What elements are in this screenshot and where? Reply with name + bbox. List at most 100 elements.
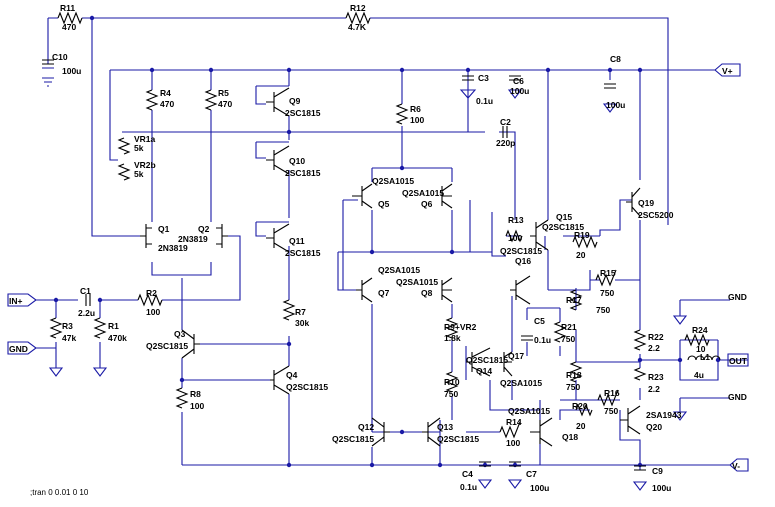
c2-body	[502, 126, 508, 138]
r19-value: 20	[576, 250, 586, 260]
q15-value: Q2SC1815	[542, 222, 584, 232]
vr1a-value: 5k	[134, 143, 144, 153]
q12-value: Q2SC1815	[332, 434, 374, 444]
c10-value: 100u	[62, 66, 81, 76]
q10-value: 2SC1815	[285, 168, 321, 178]
c4-body	[479, 461, 491, 467]
r12-value: 4.7K	[348, 22, 367, 32]
q19-ref: Q19	[638, 198, 654, 208]
c5-value: 0.1u	[534, 335, 551, 345]
r6-body	[395, 103, 409, 125]
q6-ref: Q6	[421, 199, 433, 209]
c2-value: 220p	[496, 138, 515, 148]
c9-ref: C9	[652, 466, 663, 476]
q11-value: 2SC1815	[285, 248, 321, 258]
r11-ref: R11	[60, 3, 75, 13]
r16-value: 750	[604, 406, 618, 416]
r1-value: 470k	[108, 333, 127, 343]
c1-value: 2.2u	[78, 308, 95, 318]
r21-body	[553, 321, 567, 343]
r5-body	[204, 89, 218, 111]
r24-body	[684, 333, 710, 347]
q13-ref: Q13	[437, 422, 453, 432]
resistors	[49, 11, 710, 439]
svg-text:V-: V-	[732, 461, 740, 471]
c10-body	[42, 59, 54, 65]
r14-value: 100	[506, 438, 520, 448]
r4-value: 470	[160, 99, 174, 109]
vr1a-body	[117, 137, 131, 155]
svg-text:GND: GND	[728, 392, 747, 402]
r2-value: 100	[146, 307, 160, 317]
r2-body	[137, 293, 163, 307]
q16-ref: Q16	[515, 256, 531, 266]
r15-ref: R15	[600, 268, 616, 278]
q8-value: Q2SA1015	[396, 277, 438, 287]
q16-value: Q2SC1815	[500, 246, 542, 256]
r7-body	[282, 299, 296, 321]
r3-value: 47k	[62, 333, 76, 343]
component-labels: R11 470 R12 4.7K C10 100u R4 470 R5 470 …	[52, 3, 710, 493]
c10-ref: C10	[52, 52, 68, 62]
r9vr2-ref: R9+VR2	[444, 322, 477, 332]
r20-value: 20	[576, 421, 586, 431]
q17-ref: Q17	[508, 351, 524, 361]
vplus-port: V+	[714, 63, 741, 77]
c8-value: 100u	[606, 100, 625, 110]
c5-ref: C5	[534, 316, 545, 326]
q6-value: Q2SA1015	[402, 188, 444, 198]
r15-body	[595, 269, 617, 287]
r4-body	[145, 89, 159, 111]
c4-ref: C4	[462, 469, 473, 479]
q17-value: Q2SA1015	[500, 378, 542, 388]
junction-dots	[53, 15, 721, 468]
q10-ref: Q10	[289, 156, 305, 166]
q4-ref: Q4	[286, 370, 298, 380]
r19-body	[572, 235, 598, 249]
q7-value: Q2SA1015	[378, 265, 420, 275]
r12-ref: R12	[350, 3, 366, 13]
c2-ref: C2	[500, 117, 511, 127]
r9-body	[445, 317, 459, 339]
q2-value: 2N3819	[178, 234, 208, 244]
r18-body	[569, 361, 583, 383]
q12-ref: Q12	[358, 422, 374, 432]
r17-ref: R17	[566, 295, 582, 305]
vr1a-ref: VR1a	[134, 134, 156, 144]
r8-value: 100	[190, 401, 204, 411]
spice-directive: ;tran 0 0.01 0 10	[30, 488, 89, 497]
c6-value: 100u	[510, 86, 529, 96]
r21-value: 750	[561, 334, 575, 344]
q9-value: 2SC1815	[285, 108, 321, 118]
r1-ref: R1	[108, 321, 119, 331]
c5-body	[521, 335, 533, 341]
q4-value: Q2SC1815	[286, 382, 328, 392]
r20-body	[575, 403, 593, 417]
r14-body	[499, 421, 521, 439]
c3-value: 0.1u	[476, 96, 493, 106]
vr2b-body	[117, 163, 131, 181]
q5-value: Q2SA1015	[372, 176, 414, 186]
l1-value: 4u	[694, 370, 704, 380]
r17-value: 750	[596, 305, 610, 315]
q1-ref: Q1	[158, 224, 170, 234]
c8-ref: C8	[610, 54, 621, 64]
r17-body	[569, 289, 583, 311]
output-port: OUT	[727, 353, 749, 367]
r13-body	[505, 229, 523, 243]
r16-ref: R16	[604, 388, 620, 398]
r4-ref: R4	[160, 88, 171, 98]
c7-ref: C7	[526, 469, 537, 479]
r23-value: 2.2	[648, 384, 660, 394]
r3-body	[49, 317, 63, 339]
r6-value: 100	[410, 115, 424, 125]
r10-value: 750	[444, 389, 458, 399]
r19-ref: R19	[574, 230, 590, 240]
vminus-port: V-	[729, 458, 749, 472]
q5-ref: Q5	[378, 199, 390, 209]
r9vr2-value: 1.8k	[444, 333, 461, 343]
q20-value: 2SA1943	[646, 410, 682, 420]
r22-body	[633, 329, 647, 351]
transistors	[140, 87, 641, 447]
